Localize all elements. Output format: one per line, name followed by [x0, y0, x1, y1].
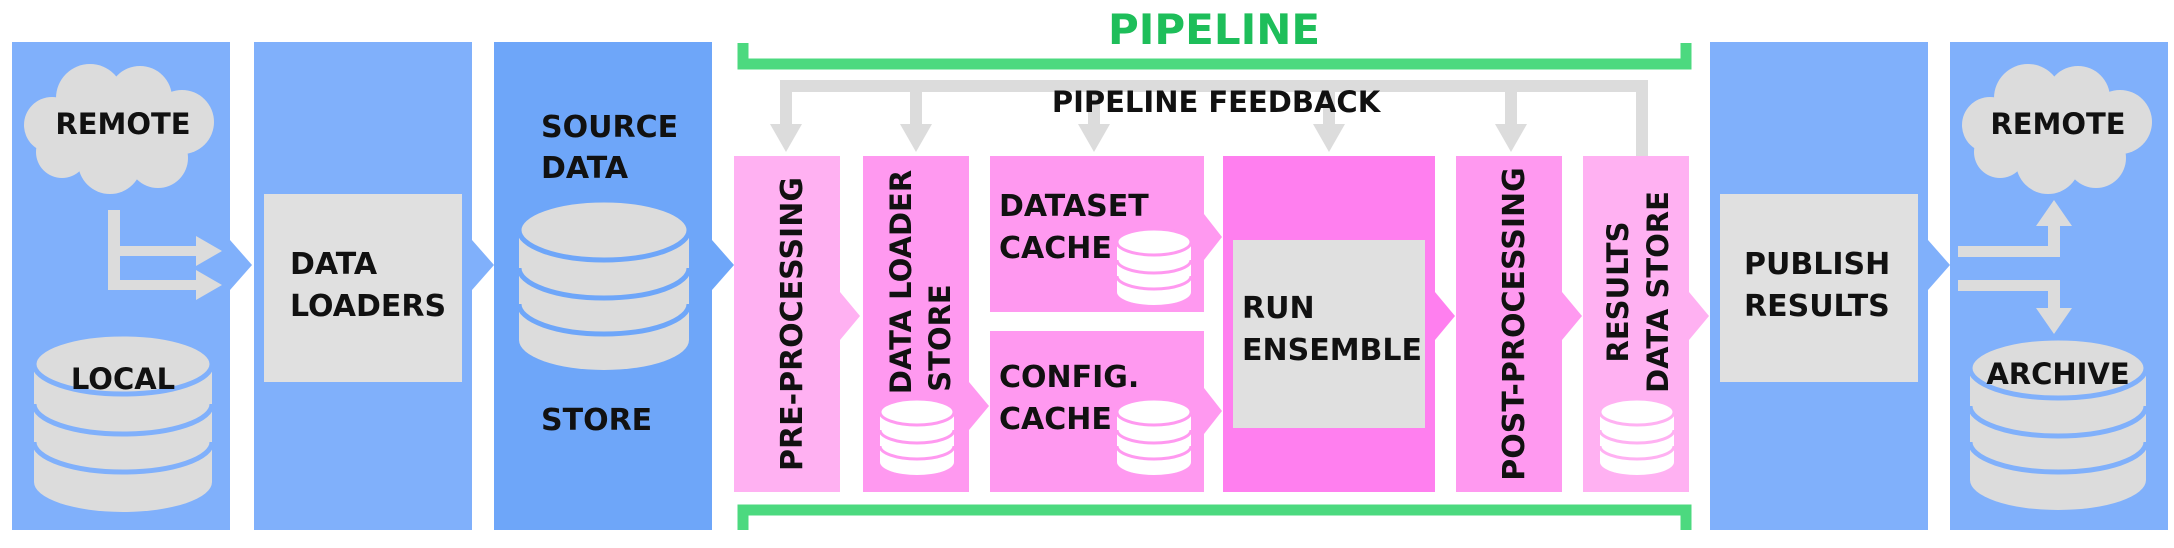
loader-store-label-2: STORE — [923, 284, 957, 391]
data-loaders-label-2: LOADERS — [290, 289, 446, 324]
arrow-loader-store-to-config — [969, 382, 989, 430]
source-store-label-2: DATA — [541, 151, 629, 186]
archive-database-icon — [1967, 335, 2149, 510]
dataset-cache-label-1: DATASET — [999, 189, 1149, 224]
data-loaders-box — [264, 194, 462, 382]
arrow-pre-to-loader-store — [840, 292, 860, 340]
run-ensemble-box — [1233, 240, 1425, 428]
publish-label-2: RESULTS — [1744, 289, 1890, 324]
postprocessing-label: POST-PROCESSING — [1497, 167, 1532, 480]
config-cache-label-1: CONFIG. — [999, 360, 1139, 395]
arrow-run-to-post — [1435, 292, 1455, 340]
arrow-sources-to-loaders — [230, 240, 252, 290]
source-store-label-3: STORE — [541, 403, 652, 438]
postprocessing-stage — [1456, 156, 1562, 492]
arrow-publish-to-destinations — [1928, 240, 1950, 290]
run-ensemble-label-2: ENSEMBLE — [1242, 333, 1422, 368]
loader-store-database-icon — [878, 397, 956, 475]
bottom-bracket — [737, 504, 1692, 530]
results-store-database-icon — [1598, 397, 1676, 475]
arrow-dataset-cache-to-run — [1204, 214, 1222, 260]
local-database-icon — [31, 331, 215, 512]
data-loaders-label-1: DATA — [290, 247, 378, 282]
pipeline-title: PIPELINE — [1108, 5, 1320, 54]
remote-cloud-icon — [24, 64, 214, 194]
dataset-cache-label-2: CACHE — [999, 231, 1112, 266]
archive-label: ARCHIVE — [1986, 357, 2129, 391]
preprocessing-label: PRE-PROCESSING — [775, 177, 810, 471]
source-branch-arrows — [108, 210, 222, 300]
results-store-label-2: DATA STORE — [1641, 191, 1675, 393]
config-cache-label-2: CACHE — [999, 402, 1112, 437]
config-cache-database-icon — [1115, 397, 1193, 475]
pipeline-feedback-loop — [770, 80, 1648, 156]
dest-remote-cloud-icon — [1962, 64, 2152, 194]
loader-store-label-1: DATA LOADER — [884, 170, 918, 394]
arrow-store-to-pipeline — [712, 240, 734, 290]
dataset-cache-database-icon — [1115, 227, 1193, 305]
source-local-label: LOCAL — [71, 362, 175, 396]
source-store-database-icon — [516, 197, 692, 370]
source-store-label-1: SOURCE — [541, 110, 678, 145]
arrow-post-to-results — [1562, 292, 1582, 340]
run-ensemble-label-1: RUN — [1242, 291, 1315, 326]
dest-remote-label: REMOTE — [1990, 107, 2125, 141]
results-store-label-1: RESULTS — [1601, 222, 1635, 363]
arrow-loaders-to-store — [472, 240, 494, 290]
arrow-results-to-publish — [1689, 292, 1709, 340]
dest-branch-arrows — [1958, 200, 2072, 334]
arrow-config-cache-to-run — [1204, 388, 1222, 434]
publish-label-1: PUBLISH — [1744, 247, 1890, 282]
preprocessing-stage — [734, 156, 840, 492]
source-remote-label: REMOTE — [55, 107, 190, 141]
publish-results-box — [1720, 194, 1918, 382]
feedback-label: PIPELINE FEEDBACK — [1052, 85, 1382, 119]
top-bracket — [737, 43, 1692, 70]
